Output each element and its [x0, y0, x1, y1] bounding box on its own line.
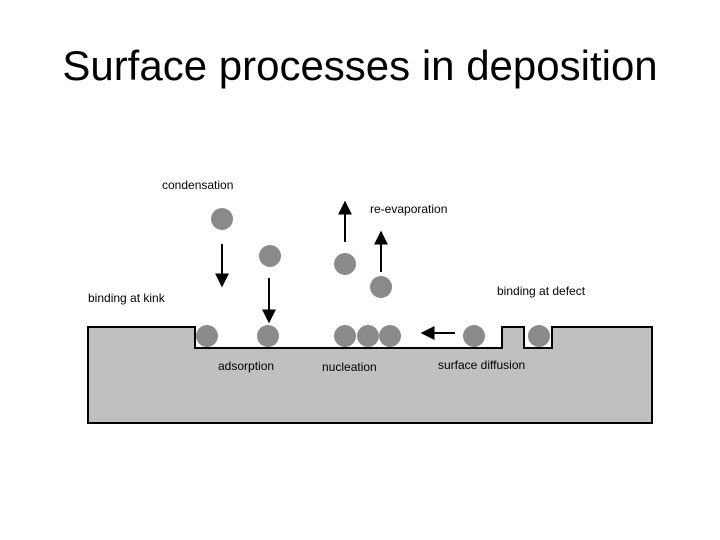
- adsorbed-atom: [257, 325, 279, 347]
- evaporating-atom: [370, 276, 392, 298]
- diffusing-atom: [463, 325, 485, 347]
- defect-bound-atom: [528, 325, 550, 347]
- binding-at-defect-label: binding at defect: [497, 284, 586, 298]
- nucleation-label: nucleation: [322, 360, 377, 374]
- re-evaporation-label: re-evaporation: [370, 202, 447, 216]
- nucleation-atom: [357, 325, 379, 347]
- nucleation-atom: [334, 325, 356, 347]
- kink-bound-atom: [196, 325, 218, 347]
- condensation-label: condensation: [162, 178, 233, 192]
- condensing-atom: [259, 245, 281, 267]
- surface-diffusion-label: surface diffusion: [438, 358, 525, 372]
- substrate: [87, 326, 653, 424]
- condensing-atom: [211, 208, 233, 230]
- adsorption-label: adsorption: [218, 359, 274, 373]
- slide-title: Surface processes in deposition: [62, 42, 658, 89]
- binding-at-kink-label: binding at kink: [88, 291, 166, 305]
- evaporating-atom: [334, 253, 356, 275]
- nucleation-atom: [379, 325, 401, 347]
